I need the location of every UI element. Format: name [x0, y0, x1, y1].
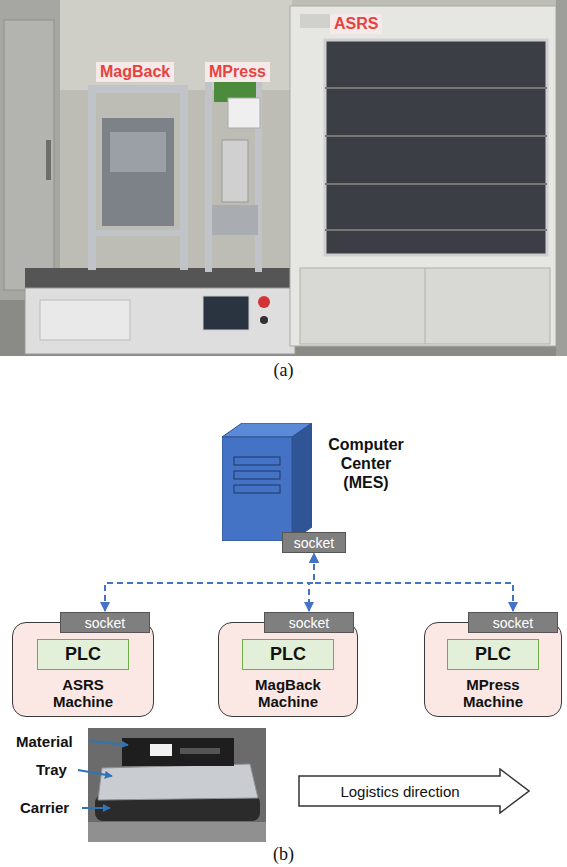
machine-box: ASRS MachinesocketPLC	[12, 622, 154, 717]
machines-photo-part	[556, 0, 567, 356]
plc-box: PLC	[37, 639, 129, 670]
carrier-photo-part	[78, 770, 112, 776]
machines-photo-part	[88, 85, 188, 93]
carrier-photo-part	[88, 728, 266, 842]
dashed-connector	[309, 554, 314, 611]
node-label: socket	[493, 615, 533, 631]
machines-photo-part	[60, 0, 292, 90]
server-part	[234, 471, 280, 479]
carrier-photo-part	[150, 744, 172, 756]
machines-photo-part	[425, 268, 426, 344]
machines-photo-part	[212, 205, 258, 235]
subfigure-caption: (a)	[0, 360, 567, 381]
machines-photo-part	[25, 268, 295, 288]
machines-photo-part	[325, 87, 547, 89]
part-label: Carrier	[20, 799, 69, 816]
carrier-photo-part	[180, 748, 220, 754]
machines-photo-part	[325, 183, 547, 185]
server-part	[292, 423, 312, 541]
machines-photo-part	[180, 85, 188, 270]
socket-box: socket	[60, 612, 150, 633]
machines-photo-part	[0, 0, 567, 356]
socket-box: socket	[282, 532, 346, 553]
dashed-connector	[314, 554, 513, 611]
server-part	[234, 485, 280, 493]
node-label: socket	[289, 615, 329, 631]
plc-box: PLC	[242, 639, 334, 670]
machine-box: MPress MachinesocketPLC	[424, 622, 562, 717]
carrier-photo-part	[122, 738, 234, 766]
dashed-connector	[105, 554, 314, 611]
machine-box: MagBack MachinesocketPLC	[218, 622, 358, 717]
node-heading: Computer Center (MES)	[318, 435, 414, 492]
node-label: PLC	[475, 644, 511, 665]
machines-photo-part	[258, 296, 270, 308]
carrier-photo-part	[82, 807, 110, 809]
machines-photo-part	[46, 140, 51, 180]
server-part	[234, 457, 280, 465]
machines-photo-part	[102, 118, 174, 226]
machines-photo-part	[260, 316, 268, 324]
carrier-photo-part	[90, 741, 128, 745]
machines-photo-part	[25, 288, 295, 354]
node-label: PLC	[270, 644, 306, 665]
machines-photo-part	[222, 140, 248, 202]
machines-photo-part	[40, 300, 130, 340]
machines-photo-part	[203, 296, 249, 330]
machines-photo	[0, 0, 567, 356]
arrow-shape	[299, 769, 529, 813]
machines-photo-part	[0, 0, 60, 300]
part-label: Tray	[36, 761, 67, 778]
machines-photo-part	[290, 6, 556, 346]
machine-tag: MagBack	[96, 62, 174, 82]
node-label: socket	[294, 535, 334, 551]
machines-photo-part	[325, 135, 547, 137]
machines-photo-part	[110, 132, 166, 172]
node-label: Logistics direction	[340, 783, 459, 800]
node-label: MPress Machine	[450, 676, 536, 710]
carrier-photo-part	[88, 822, 266, 842]
node-label: ASRS Machine	[40, 676, 126, 710]
node-label: PLC	[65, 644, 101, 665]
part-label: Material	[16, 733, 73, 750]
machines-photo-part	[325, 229, 547, 231]
server-icon: Computer Center (MES)socket	[222, 423, 312, 541]
server-part	[222, 437, 292, 541]
machines-photo-part	[88, 85, 96, 270]
socket-box: socket	[264, 612, 354, 633]
plc-box: PLC	[447, 639, 539, 670]
machines-photo-part	[205, 82, 212, 272]
machine-tag: MPress	[205, 62, 270, 82]
subfigure-caption: (b)	[0, 844, 567, 865]
server-graphic	[222, 423, 312, 541]
carrier-photo-part	[98, 764, 258, 800]
machines-photo-part	[88, 230, 188, 236]
node-label: MagBack Machine	[245, 676, 331, 710]
machines-photo-part	[4, 20, 54, 290]
machines-photo-part	[300, 268, 550, 344]
machines-photo-part	[325, 40, 547, 255]
node-label: socket	[85, 615, 125, 631]
logistics-arrow: Logistics direction	[298, 768, 530, 814]
machines-photo-part	[228, 98, 260, 128]
socket-box: socket	[468, 612, 558, 633]
machine-tag: ASRS	[330, 14, 382, 34]
